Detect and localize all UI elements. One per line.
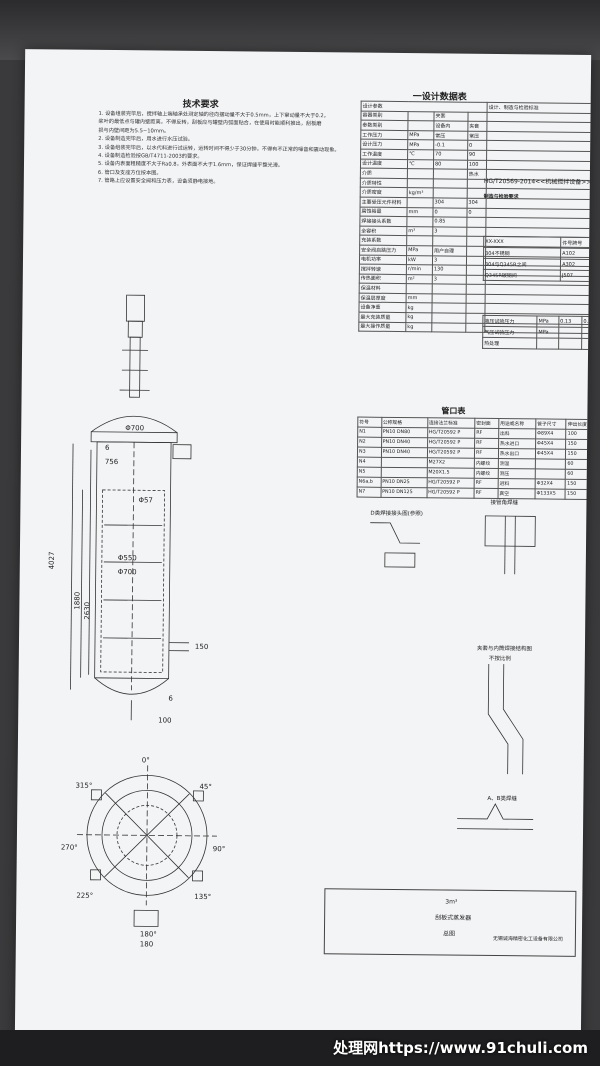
center-line (131, 442, 135, 691)
title-block-drawing: 总图 (442, 930, 456, 938)
dim-100: 100 (158, 716, 171, 724)
title-block-company: 无锡诚海精密化工设备有限公司 (492, 936, 563, 943)
bottom-head (94, 677, 169, 695)
watermark-text: 处理网https://www.91chuli.com (333, 1039, 588, 1057)
detail-not-to-scale-label: 不按比例 (488, 655, 511, 663)
angle-135: 135° (194, 893, 211, 901)
dim-180: 180 (140, 940, 153, 948)
dim-jacket-diameter: Φ700 (118, 568, 137, 576)
title-block-volume: 3m³ (445, 898, 458, 906)
dim-6-bottom: 6 (168, 695, 173, 703)
motor-outline (125, 294, 146, 322)
dim-top-diameter: Φ700 (125, 424, 144, 432)
dim-overall-height: 4027 (48, 552, 56, 570)
detail-angle-weld-label: 接管角焊缝 (490, 499, 519, 507)
dim-jacket-length: 2630 (83, 602, 91, 620)
reducer-outline (127, 320, 143, 338)
dim-150: 150 (195, 643, 208, 651)
dim-inner-diameter: Φ550 (118, 554, 137, 562)
title-block-name: 刮板式蒸发器 (435, 914, 472, 922)
angle-90: 90° (213, 845, 226, 853)
detail-ab-weld-label: A、B类焊缝 (487, 795, 517, 803)
title-block: 3m³ 刮板式蒸发器 总图 无锡诚海精密化工设备有限公司 (323, 888, 577, 957)
drawing-paper: 技术要求 1. 设备组装完毕后，搅拌轴上端轴承处测定轴的径向摆动量不大于0.5m… (14, 49, 592, 1045)
angle-45: 45° (199, 783, 212, 791)
dim-756: 756 (105, 458, 119, 466)
dim-shell-length: 1880 (73, 592, 81, 610)
angle-225: 225° (76, 892, 93, 900)
top-head (90, 415, 178, 433)
bottom-bar: 处理网https://www.91chuli.com (0, 1030, 600, 1066)
detail-jacket-connection-label: 夹套与内筒焊接结构图 (476, 645, 532, 653)
drive-column (129, 336, 141, 398)
angle-270: 270° (61, 843, 78, 851)
vessel-drawing: 6 756 Φ700 Φ57 Φ550 Φ700 150 6 100 4027 … (48, 294, 536, 948)
dim-shaft-diameter: Φ57 (138, 496, 153, 504)
angle-315: 315° (75, 782, 92, 790)
detail-d-weld-label: D类焊接接头图(参照) (370, 510, 423, 518)
angle-180: 180° (140, 930, 157, 938)
dim-6-top: 6 (105, 444, 110, 452)
angle-0: 0° (142, 756, 150, 764)
